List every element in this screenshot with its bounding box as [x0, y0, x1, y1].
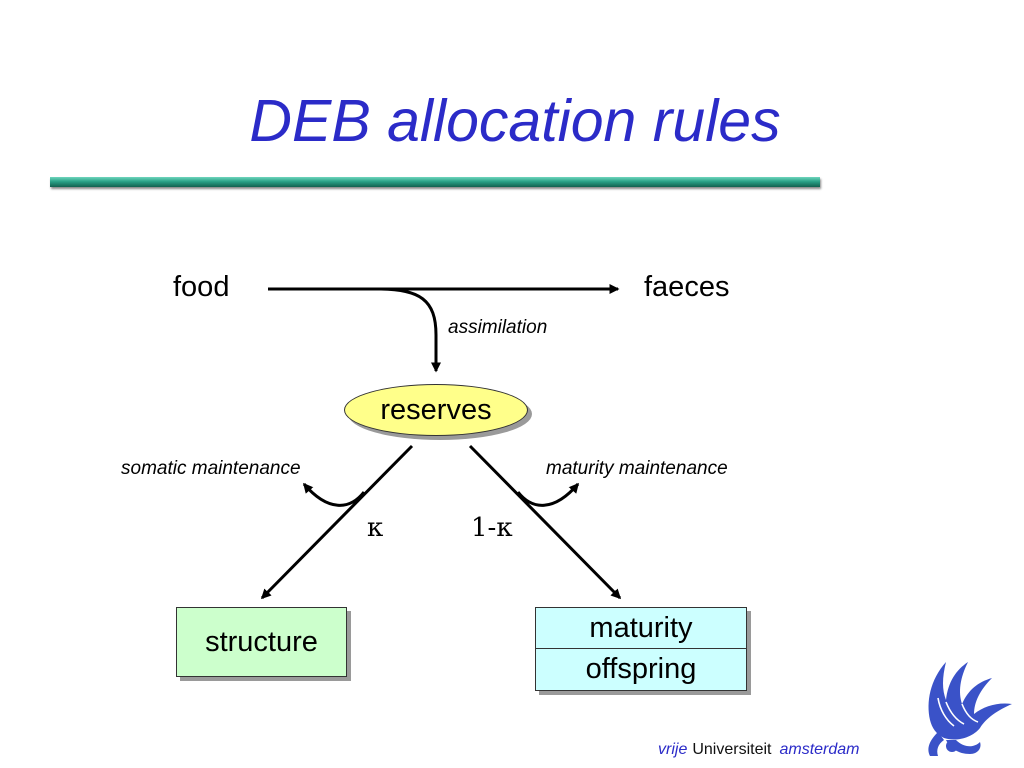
title-underline	[50, 177, 820, 187]
maturity-maintenance-label: maturity maintenance	[546, 458, 728, 479]
footer-universiteit: Universiteit	[692, 741, 772, 758]
page-title: DEB allocation rules	[249, 88, 781, 154]
maturity-label: maturity	[589, 611, 693, 644]
offspring-label: offspring	[585, 653, 697, 685]
food-label: food	[173, 271, 230, 303]
assimilation-label: assimilation	[448, 317, 548, 338]
one-minus-kappa-arrow	[468, 444, 622, 600]
one-minus-kappa-label: 1-κ	[471, 513, 513, 543]
structure-node: structure	[176, 607, 347, 677]
maturity-cell: maturity	[536, 608, 746, 649]
somatic-maintenance-arrow	[302, 482, 366, 507]
reserves-label: reserves	[380, 393, 492, 426]
reserves-node: reserves	[344, 384, 528, 436]
footer-amsterdam: amsterdam	[779, 741, 860, 758]
kappa-arrow	[260, 444, 414, 600]
maturity-maintenance-arrow	[516, 482, 580, 507]
griffin-logo-icon	[928, 662, 1012, 756]
structure-label: structure	[205, 625, 318, 658]
somatic-maintenance-label: somatic maintenance	[121, 458, 301, 479]
offspring-cell: offspring	[536, 649, 746, 690]
assimilation-arrow	[377, 287, 441, 373]
faeces-label: faeces	[644, 271, 730, 303]
footer-vrije: vrije	[658, 741, 688, 758]
kappa-label: κ	[367, 513, 384, 543]
maturity-offspring-node: maturity offspring	[535, 607, 747, 691]
